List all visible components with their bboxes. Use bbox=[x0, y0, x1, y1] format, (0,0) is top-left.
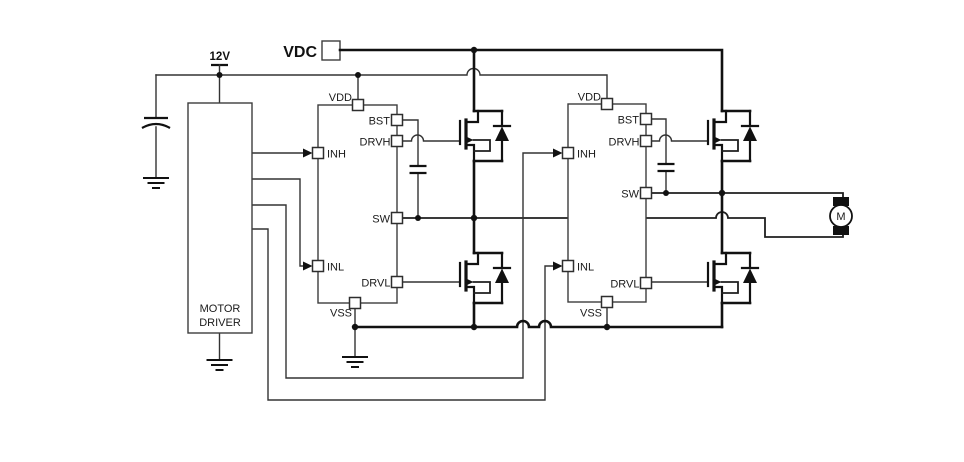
gate-driver-ic-right bbox=[567, 103, 647, 303]
pin-inl-left bbox=[311, 259, 325, 273]
pin-sw-right bbox=[639, 186, 653, 200]
supply-12v-rail bbox=[155, 67, 608, 101]
sw-net-left bbox=[401, 211, 844, 238]
pin-sw-left bbox=[390, 211, 404, 225]
motor-driver-box bbox=[187, 102, 253, 334]
ground-symbol-cap bbox=[142, 177, 170, 189]
pin-drvl-right bbox=[639, 276, 653, 290]
arrow-inh-right bbox=[553, 148, 563, 158]
pin-label-bst-left: BST bbox=[369, 116, 391, 128]
pin-bst-left bbox=[390, 113, 404, 127]
12v-label: 12V bbox=[210, 51, 231, 63]
pin-drvh-right bbox=[639, 134, 653, 148]
pin-label-drvl-right: DRVL bbox=[610, 279, 639, 291]
arrow-inh-left bbox=[303, 148, 313, 158]
input-arrows bbox=[303, 148, 563, 271]
pin-label-bst-right: BST bbox=[618, 115, 640, 127]
motor-brush-bottom bbox=[833, 226, 849, 235]
pin-label-vdd-right: VDD bbox=[578, 92, 601, 104]
control-wires bbox=[251, 152, 556, 401]
motor-brush-top bbox=[833, 197, 849, 206]
bootstrap-cap-right bbox=[650, 118, 675, 194]
pin-drvl-left bbox=[390, 275, 404, 289]
pin-label-vss-right: VSS bbox=[580, 308, 602, 320]
mosfet-high-side-right bbox=[706, 109, 760, 163]
pin-label-vdd-left: VDD bbox=[329, 92, 352, 104]
motor: M bbox=[829, 197, 853, 235]
vss-ground bbox=[341, 326, 369, 368]
pin-label-drvh-left: DRVH bbox=[360, 137, 391, 149]
pin-drvh-left bbox=[390, 134, 404, 148]
vdc-label: VDC bbox=[283, 44, 317, 61]
junction-dots bbox=[216, 46, 726, 331]
pin-vdd-right bbox=[600, 97, 614, 111]
mosfet-high-side-left bbox=[458, 109, 512, 163]
arrow-inl-right bbox=[553, 261, 563, 271]
mosfet-low-side-right bbox=[706, 251, 760, 305]
motor-label: M bbox=[836, 211, 845, 223]
pin-bst-right bbox=[639, 112, 653, 126]
pin-label-drvl-left: DRVL bbox=[361, 278, 390, 290]
arrow-inl-left bbox=[303, 261, 313, 271]
gate-wires bbox=[401, 134, 709, 283]
pins-right-ic bbox=[561, 97, 653, 309]
motor-body bbox=[829, 204, 853, 228]
pin-inh-right bbox=[561, 146, 575, 160]
pin-vss-right bbox=[600, 295, 614, 309]
pin-labels-left: VDD BST DRVH INH SW INL DRVL VSS bbox=[327, 92, 391, 320]
vdc-terminal-box bbox=[321, 40, 341, 61]
bootstrap-cap-left bbox=[401, 119, 427, 219]
sw-net-right bbox=[650, 192, 844, 201]
pin-labels-right: VDD BST DRVH INH SW INL DRVL VSS bbox=[577, 92, 640, 320]
ground-rail bbox=[353, 319, 724, 329]
pin-label-drvh-right: DRVH bbox=[609, 137, 640, 149]
motor-driver-label-line2: DRIVER bbox=[199, 317, 241, 329]
pin-inl-right bbox=[561, 259, 575, 273]
mosfet-low-side-left bbox=[458, 251, 512, 305]
input-capacitor bbox=[141, 74, 171, 189]
pin-vdd-left bbox=[351, 98, 365, 112]
pin-label-vss-left: VSS bbox=[330, 308, 352, 320]
pin-vss-left bbox=[348, 296, 362, 310]
pins-left-ic bbox=[311, 98, 404, 310]
vss-stubs bbox=[354, 306, 608, 328]
pin-label-sw-left: SW bbox=[372, 214, 390, 226]
pin-label-sw-right: SW bbox=[621, 189, 639, 201]
pin-label-inl-left: INL bbox=[327, 262, 344, 274]
vdc-rail bbox=[338, 48, 724, 113]
pin-label-inh-left: INH bbox=[327, 149, 346, 161]
pin-label-inl-right: INL bbox=[577, 262, 594, 274]
motor-driver-ground bbox=[205, 332, 234, 371]
12v-terminal bbox=[211, 63, 228, 104]
motor-driver-label-line1: MOTOR bbox=[200, 303, 241, 315]
pin-label-inh-right: INH bbox=[577, 149, 596, 161]
pin-inh-left bbox=[311, 146, 325, 160]
